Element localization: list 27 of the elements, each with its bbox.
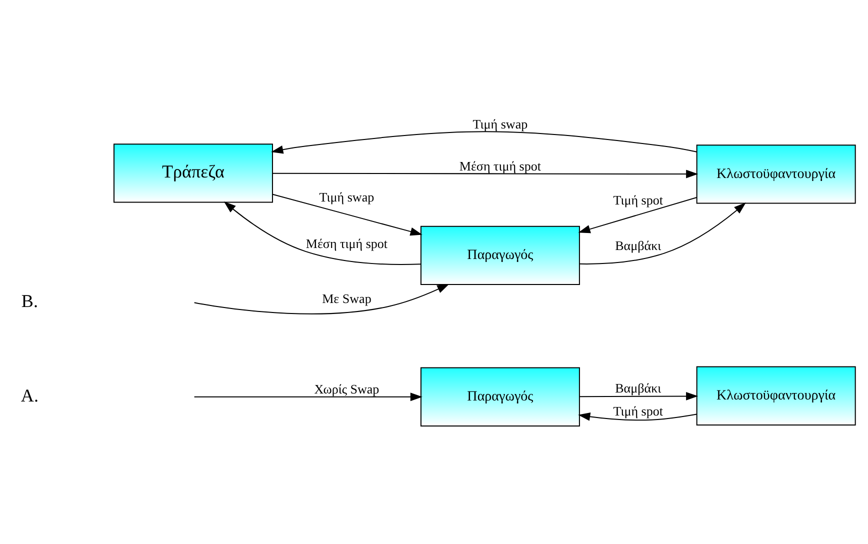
arrow: [194, 392, 422, 402]
arrow: [194, 284, 450, 314]
edge-label: Βαμβάκι: [615, 238, 662, 253]
node-box: Κλωστοϋφαντουργία: [696, 366, 856, 426]
arrow: [272, 194, 422, 236]
edge-label: Μέση τιμή spot: [459, 158, 542, 174]
arrow: [272, 170, 698, 178]
arrow: [578, 197, 697, 234]
arrow: [578, 412, 697, 421]
arrow: [580, 392, 698, 400]
node-box: Παραγωγός: [420, 226, 580, 286]
edge-label: Τιμή swap: [472, 116, 528, 132]
edge-label: Μέση τιμή spot: [306, 236, 388, 251]
edge-label: Βαμβάκι: [615, 380, 662, 396]
edge-label: Τιμή spot: [613, 403, 664, 418]
edge-label: Χωρίς Swap: [314, 381, 380, 396]
edge-label: Τιμή spot: [613, 192, 664, 208]
label: A.: [20, 385, 38, 406]
node-box: Παραγωγός: [420, 367, 580, 426]
node-box: Κλωστοϋφαντουργία: [696, 144, 856, 204]
node-box: Τράπεζα: [113, 144, 273, 203]
edge-label: Τιμή swap: [319, 190, 374, 205]
arrow: [271, 131, 697, 154]
label: B.: [21, 291, 38, 312]
arrow: [224, 201, 421, 265]
arrow: [580, 202, 746, 264]
edge-label: Με Swap: [322, 291, 372, 306]
